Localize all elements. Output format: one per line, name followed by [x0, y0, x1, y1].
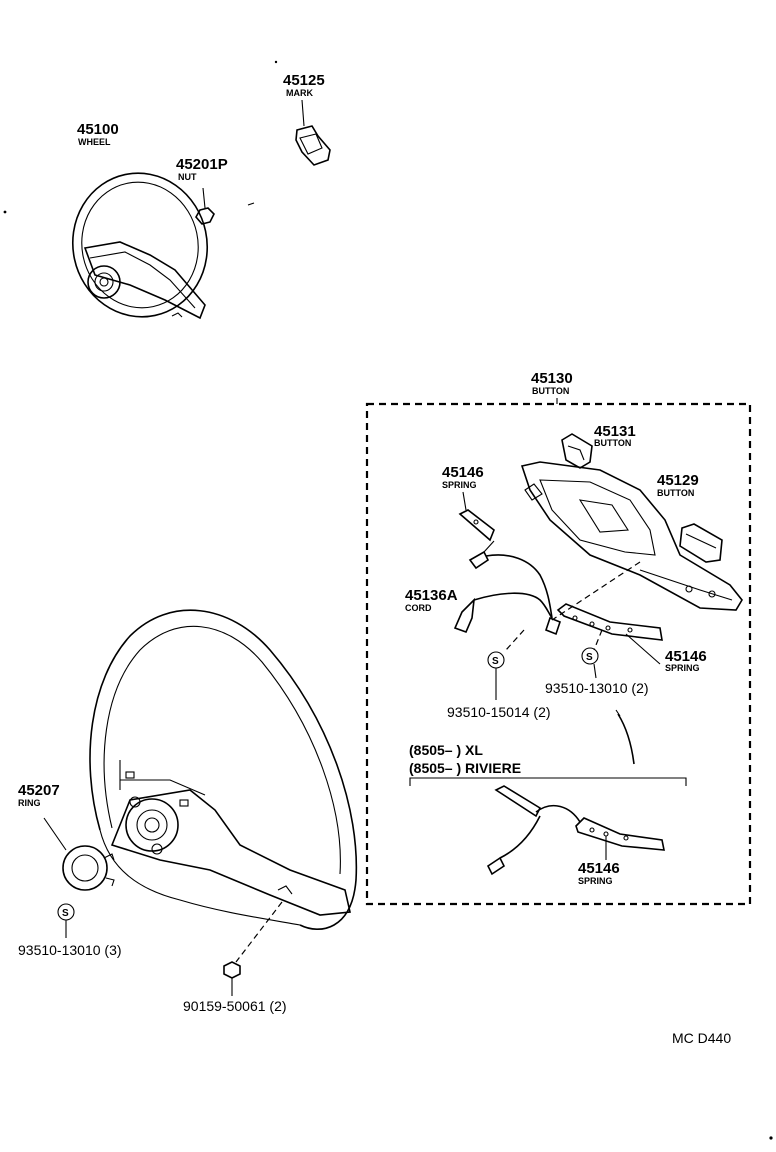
part-name-wheel: WHEEL [78, 137, 111, 147]
part-name-button-45131: BUTTON [594, 438, 632, 448]
screw-callouts-box [487, 561, 641, 700]
part-number-45146-right: 45146 [665, 648, 707, 665]
part-number-45125: 45125 [283, 72, 325, 89]
ref-93510-13010-3: 93510-13010 (3) [18, 942, 122, 958]
steering-wheel-lower [89, 609, 358, 931]
ref-93510-15014-2: 93510-15014 (2) [447, 704, 551, 720]
part-name-spring-right: SPRING [665, 663, 700, 673]
ring-screw-callout [57, 903, 75, 938]
ref-90159-50061-2: 90159-50061 (2) [183, 998, 287, 1014]
bolt-90159 [223, 901, 283, 996]
spring-45146-right [556, 603, 663, 665]
button-pad-housing [520, 461, 743, 611]
part-name-mark: MARK [286, 88, 313, 98]
wire-end [617, 713, 635, 765]
part-name-cord: CORD [405, 603, 432, 613]
part-number-45131: 45131 [594, 423, 636, 440]
ref-93510-13010-2: 93510-13010 (2) [545, 680, 649, 696]
part-name-button-45129: BUTTON [657, 488, 695, 498]
cord-45136a [453, 540, 561, 636]
part-name-spring-bottom: SPRING [578, 876, 613, 886]
button-45129 [679, 523, 723, 563]
button-assembly-box [365, 402, 752, 906]
part-number-45130: 45130 [531, 370, 573, 387]
part-name-spring-top: SPRING [442, 480, 477, 490]
part-number-45201p: 45201P [176, 156, 228, 173]
s-symbol-13010-box: S [586, 652, 593, 663]
spring-45146-bottom [486, 785, 665, 876]
part-number-45146-top: 45146 [442, 464, 484, 481]
variant-riviere: (8505– ) RIVIERE [409, 760, 522, 776]
part-number-45129: 45129 [657, 472, 699, 489]
spring-45146-left [458, 491, 495, 542]
variant-xl: (8505– ) XL [409, 742, 483, 758]
wire-tip [615, 709, 621, 717]
part-number-45146-bottom: 45146 [578, 860, 620, 877]
steering-wheel-upper [71, 172, 209, 320]
part-name-ring: RING [18, 798, 41, 808]
part-number-45207: 45207 [18, 782, 60, 799]
part-name-button-45130: BUTTON [532, 386, 570, 396]
button-45131 [561, 433, 593, 469]
s-symbol-13010-ring: S [62, 908, 69, 919]
nut-45201p [195, 187, 255, 225]
variant-bracket [409, 777, 687, 786]
part-number-45136a: 45136A [405, 587, 458, 604]
part-number-45100: 45100 [77, 121, 119, 138]
mark-45125 [295, 99, 331, 166]
s-symbol-15014: S [492, 656, 499, 667]
ring-45207 [43, 817, 115, 891]
part-name-nut: NUT [178, 172, 197, 182]
diagram-code: MC D440 [672, 1030, 732, 1046]
